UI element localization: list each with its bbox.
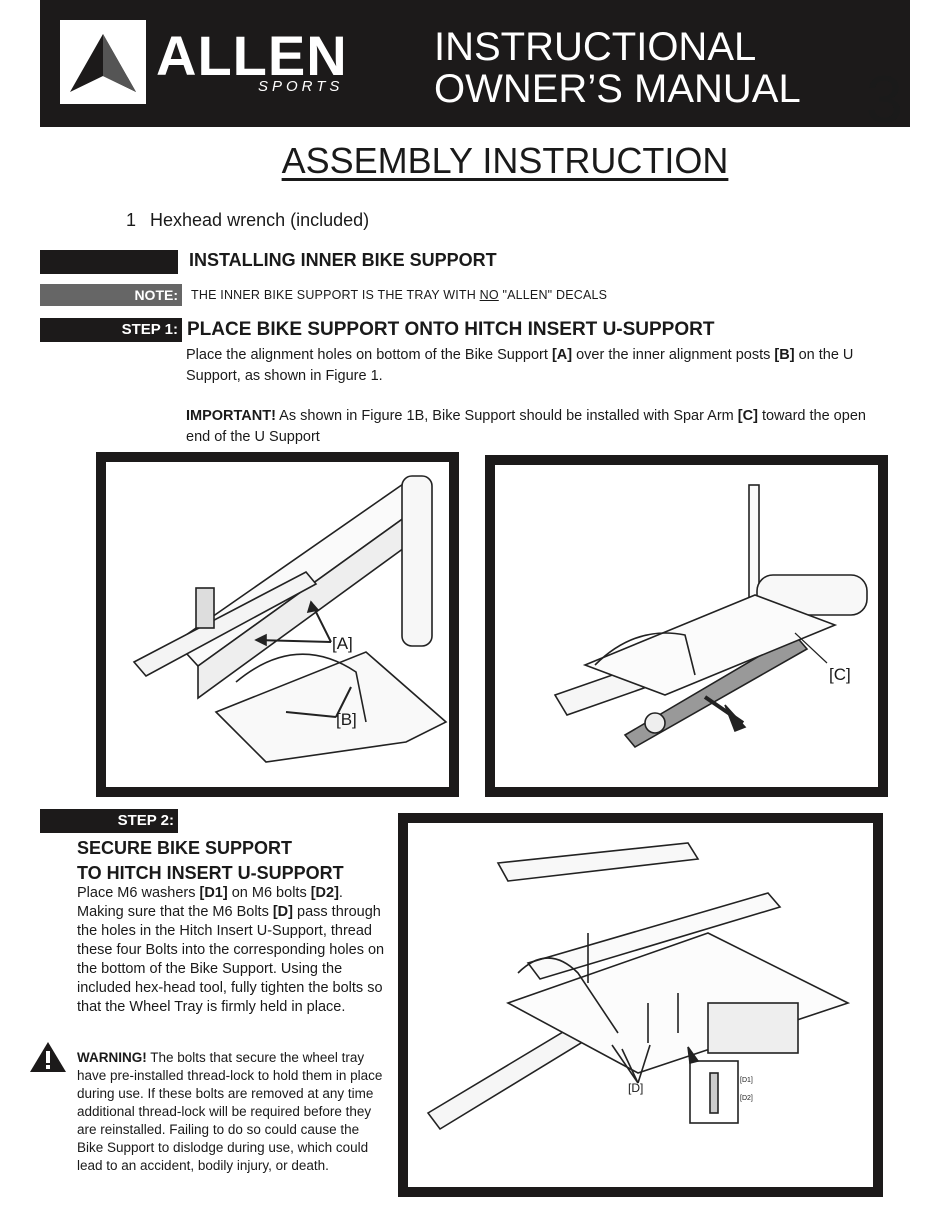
step2-paragraph: Place M6 washers [D1] on M6 bolts [D2]. … xyxy=(77,884,385,1017)
note-label: NOTE: xyxy=(40,284,182,306)
p1-e: on the U Support, as shown in Figure 1. xyxy=(186,347,854,384)
allen-logo-mark xyxy=(60,20,146,104)
tool-qty: 1 xyxy=(126,210,137,230)
p2-a: As shown in Figure 1B, Bike Support shou… xyxy=(275,408,738,424)
label-a: [A] xyxy=(332,634,353,653)
step2-title: SECURE BIKE SUPPORT TO HITCH INSERT U-SU… xyxy=(77,836,397,886)
warning-icon xyxy=(28,1040,68,1074)
label-d1: [D1] xyxy=(740,1077,753,1084)
tool-name: Hexhead wrench (included) xyxy=(150,210,370,230)
step2-title-line2: TO HITCH INSERT U-SUPPORT xyxy=(77,863,344,883)
manual-title: INSTRUCTIONAL OWNER’S MANUAL xyxy=(434,26,801,110)
tool-list-item: 1 Hexhead wrench (included) xyxy=(126,210,369,231)
p1-a: Place the alignment holes on bottom of t… xyxy=(186,347,552,363)
label-c: [C] xyxy=(829,665,851,684)
p3-e: . Making sure that the M6 Bolts xyxy=(77,885,343,920)
figure-1-image: [A] [B] xyxy=(106,462,449,787)
step2-label: STEP 2: xyxy=(40,809,178,833)
page-title: ASSEMBLY INSTRUCTION xyxy=(281,140,729,181)
p3-c: on M6 bolts xyxy=(227,885,311,901)
manual-title-line2: OWNER’S MANUAL xyxy=(434,67,801,111)
p3-ref-d2: [D2] xyxy=(310,885,339,901)
section-tab xyxy=(40,250,178,274)
brand-name: ALLEN xyxy=(156,24,348,87)
warning-text: The bolts that secure the wheel tray hav… xyxy=(77,1050,383,1173)
label-d2: [D2] xyxy=(740,1095,753,1102)
step1-title: PLACE BIKE SUPPORT ONTO HITCH INSERT U-S… xyxy=(187,319,715,340)
figure-1: [A] [B] xyxy=(96,452,459,797)
manual-title-line1: INSTRUCTIONAL xyxy=(434,25,757,69)
page-number: 3 xyxy=(866,62,903,136)
warning-paragraph: WARNING! The bolts that secure the wheel… xyxy=(77,1049,389,1175)
p1-ref-b: [B] xyxy=(774,347,795,363)
note-text-underlined: NO xyxy=(479,288,499,302)
figure-1b-image: [C] xyxy=(495,465,878,787)
step2-title-line1: SECURE BIKE SUPPORT xyxy=(77,838,293,858)
figure-2: [D] [D1] [D2] xyxy=(398,813,883,1197)
figure-2-image: [D] [D1] [D2] xyxy=(408,823,873,1187)
warning-label: WARNING! xyxy=(77,1050,147,1065)
p3-ref-d: [D] xyxy=(272,904,293,920)
p3-a: Place M6 washers xyxy=(77,885,200,901)
step1-label: STEP 1: xyxy=(40,318,182,342)
header-bar xyxy=(40,0,910,127)
note-text: THE INNER BIKE SUPPORT IS THE TRAY WITH … xyxy=(191,288,607,302)
section-title: INSTALLING INNER BIKE SUPPORT xyxy=(189,250,497,270)
step1-paragraph: Place the alignment holes on bottom of t… xyxy=(186,345,876,387)
p1-c: over the inner alignment posts xyxy=(572,347,775,363)
p3-ref-d1: [D1] xyxy=(199,885,228,901)
label-d: [D] xyxy=(628,1081,644,1095)
important-label: IMPORTANT! xyxy=(186,408,276,424)
brand-sub: SPORTS xyxy=(258,78,344,95)
p3-g: pass through the holes in the Hitch Inse… xyxy=(77,904,385,1015)
note-text-a: THE INNER BIKE SUPPORT IS THE TRAY WITH xyxy=(191,288,480,302)
note-text-b: "ALLEN" DECALS xyxy=(498,288,608,302)
p2-c: toward the open end of the U Support xyxy=(186,408,866,445)
p1-ref-a: [A] xyxy=(551,347,573,363)
figure-1b: [C] xyxy=(485,455,888,797)
step1-important: IMPORTANT! As shown in Figure 1B, Bike S… xyxy=(186,406,876,448)
figure-2-caption: FIGURE 2. xyxy=(408,1179,462,1190)
p2-ref-c: [C] xyxy=(737,408,758,424)
label-b: [B] xyxy=(336,710,357,729)
